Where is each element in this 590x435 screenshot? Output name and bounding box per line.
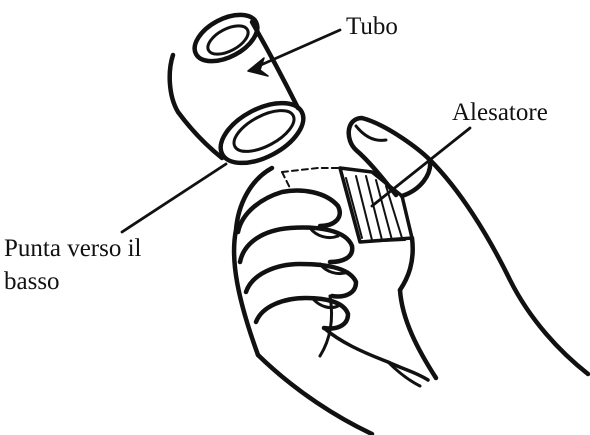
tube-arrowhead [248,58,268,76]
reamer-label: Alesatore [452,96,548,129]
tip-down-label: Punta verso il basso [4,232,142,298]
leader-lines [122,30,470,232]
tube-label: Tubo [346,10,398,43]
hand-drawing [234,118,588,434]
tip-down-label-line1: Punta verso il [4,232,142,265]
tip-leader-line [122,164,226,232]
tube-drawing [170,5,313,175]
tip-down-label-line2: basso [4,265,142,298]
